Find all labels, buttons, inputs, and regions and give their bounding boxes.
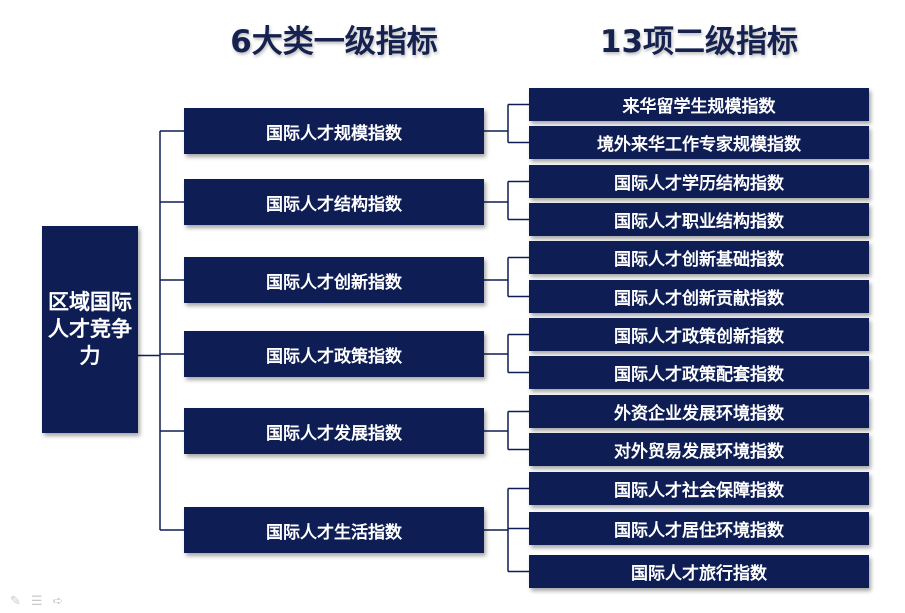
sub-indicator-node: 国际人才居住环境指数 bbox=[529, 512, 869, 545]
level1-heading: 6大类一级指标 bbox=[230, 24, 438, 60]
menu-icon[interactable]: ☰ bbox=[30, 594, 43, 609]
category-node: 国际人才发展指数 bbox=[184, 408, 484, 454]
sub-indicator-node: 国际人才政策创新指数 bbox=[529, 318, 869, 351]
category-node: 国际人才结构指数 bbox=[184, 179, 484, 225]
arrow-icon[interactable]: ➪ bbox=[52, 594, 64, 609]
slide-toolbar: ✎ ☰ ➪ bbox=[10, 594, 63, 609]
category-node: 国际人才政策指数 bbox=[184, 331, 484, 377]
root-node: 区域国际人才竞争力 bbox=[42, 226, 138, 433]
pen-icon[interactable]: ✎ bbox=[10, 594, 21, 609]
category-node: 国际人才生活指数 bbox=[184, 507, 484, 553]
sub-indicator-node: 国际人才政策配套指数 bbox=[529, 356, 869, 389]
sub-indicator-node: 对外贸易发展环境指数 bbox=[529, 433, 869, 466]
sub-indicator-node: 国际人才社会保障指数 bbox=[529, 472, 869, 505]
level2-heading: 13项二级指标 bbox=[599, 24, 799, 60]
category-node: 国际人才创新指数 bbox=[184, 257, 484, 303]
sub-indicator-node: 外资企业发展环境指数 bbox=[529, 395, 869, 428]
sub-indicator-node: 来华留学生规模指数 bbox=[529, 88, 869, 121]
sub-indicator-node: 国际人才创新贡献指数 bbox=[529, 280, 869, 313]
sub-indicator-node: 国际人才旅行指数 bbox=[529, 555, 869, 588]
sub-indicator-node: 国际人才创新基础指数 bbox=[529, 241, 869, 274]
sub-indicator-node: 国际人才学历结构指数 bbox=[529, 165, 869, 198]
category-node: 国际人才规模指数 bbox=[184, 108, 484, 154]
sub-indicator-node: 境外来华工作专家规模指数 bbox=[529, 126, 869, 159]
sub-indicator-node: 国际人才职业结构指数 bbox=[529, 203, 869, 236]
